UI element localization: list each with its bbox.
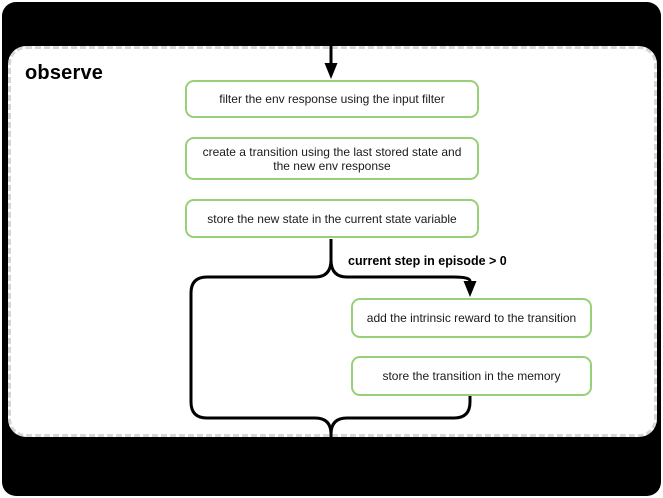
- node-label: store the transition in the memory: [382, 369, 561, 383]
- node-add-intrinsic-reward: add the intrinsic reward to the transiti…: [351, 298, 592, 338]
- node-label: filter the env response using the input …: [219, 92, 445, 106]
- node-label: store the new state in the current state…: [207, 211, 457, 226]
- condition-label: current step in episode > 0: [348, 254, 507, 268]
- node-store-transition: store the transition in the memory: [351, 356, 592, 396]
- node-filter-env-response: filter the env response using the input …: [185, 80, 479, 118]
- node-label: create a transition using the last store…: [202, 144, 462, 173]
- node-create-transition: create a transition using the last store…: [185, 137, 479, 180]
- node-label: add the intrinsic reward to the transiti…: [366, 311, 577, 325]
- group-title: observe: [25, 62, 104, 84]
- node-store-new-state: store the new state in the current state…: [185, 199, 479, 238]
